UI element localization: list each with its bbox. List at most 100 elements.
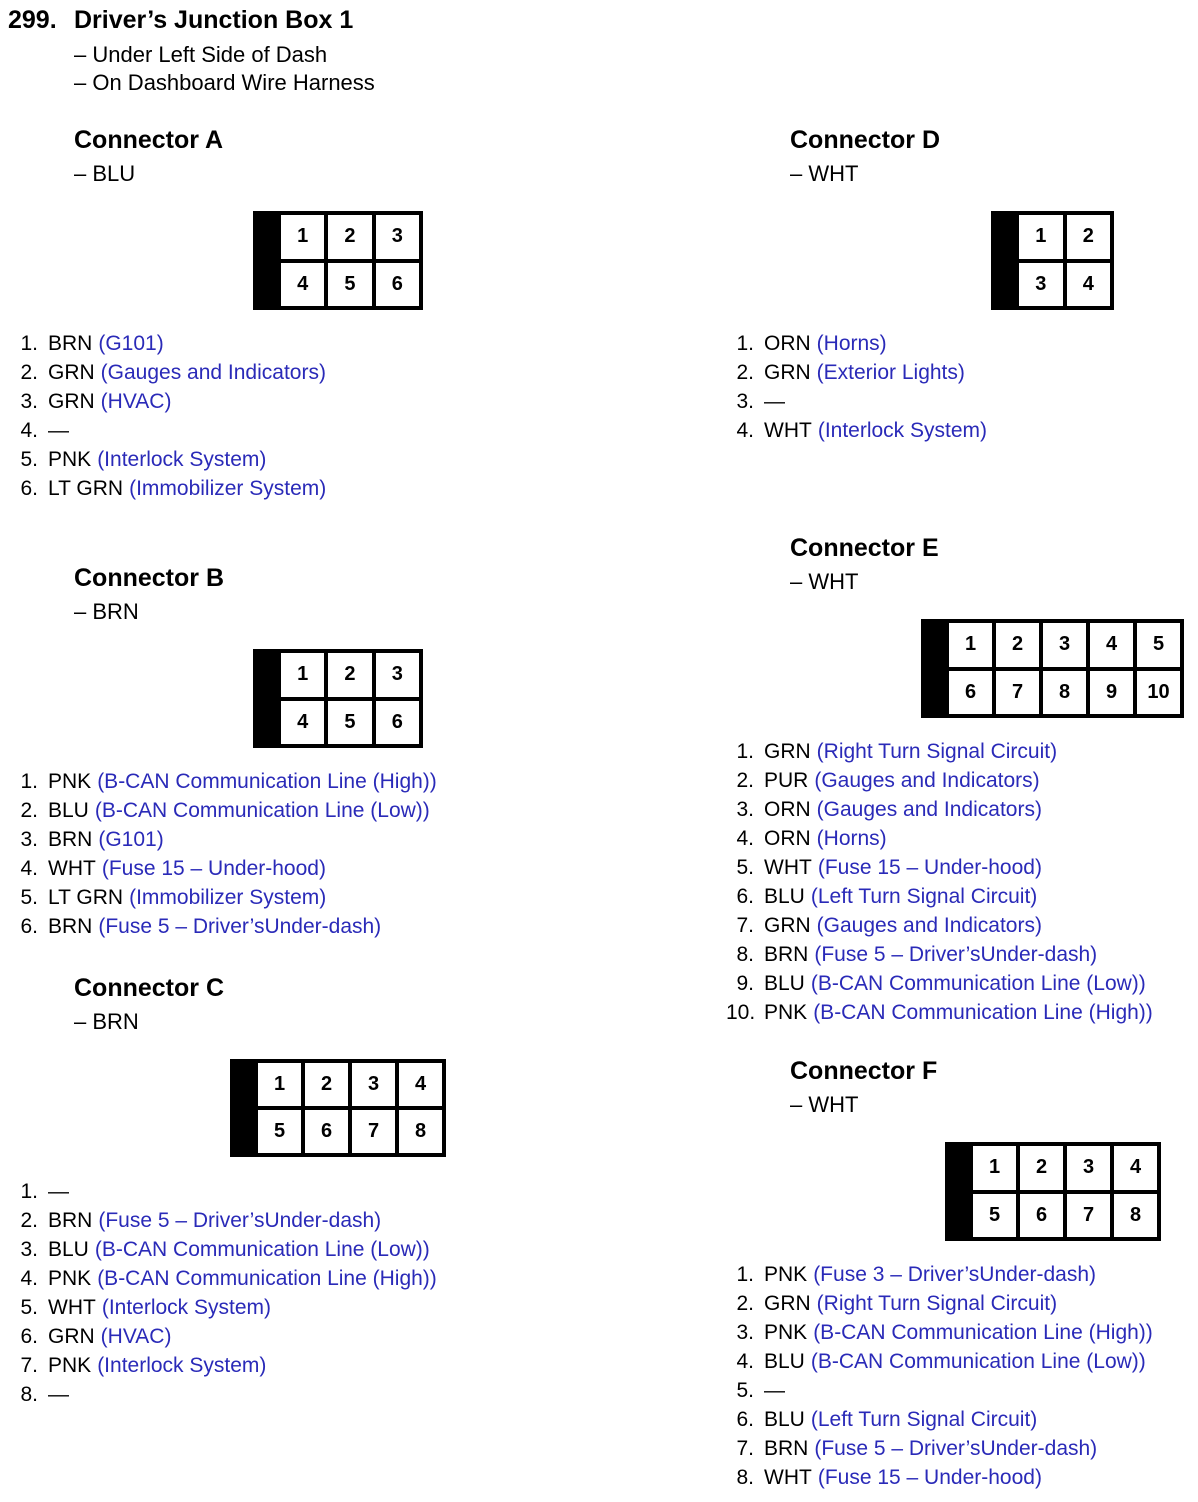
pin-number: 8. (20, 1383, 38, 1406)
circuit-link[interactable]: (Interlock System) (817, 419, 988, 442)
circuit-link[interactable]: (Fuse 15 – Under-hood) (101, 857, 326, 880)
circuit-link[interactable]: (Immobilizer System) (129, 477, 327, 500)
circuit-link[interactable]: (Horns) (816, 332, 887, 355)
circuit-link[interactable]: (HVAC) (100, 390, 172, 413)
pin-row: 9.BLU(B-CAN Communication Line (Low)) (726, 969, 1153, 998)
pin-cell: 1 (949, 623, 992, 667)
pin-number: 8. (736, 1466, 754, 1489)
circuit-link[interactable]: (Left Turn Signal Circuit) (810, 885, 1038, 908)
pin-cell: 1 (281, 215, 325, 259)
pin-cell: 4 (1114, 1146, 1157, 1190)
wire-color: BLU (48, 799, 89, 822)
circuit-link[interactable]: (Fuse 5 – Driver’sUnder-dash) (814, 943, 1098, 966)
connector-color: – BRN (74, 599, 139, 624)
pin-list: 1.BRN(G101)2.GRN(Gauges and Indicators)3… (10, 329, 326, 503)
circuit-link[interactable]: (B-CAN Communication Line (High)) (97, 1267, 437, 1290)
circuit-link[interactable]: (Right Turn Signal Circuit) (816, 1292, 1058, 1315)
circuit-link[interactable]: (Interlock System) (101, 1296, 272, 1319)
pin-row: 8.WHT(Fuse 15 – Under-hood) (726, 1463, 1153, 1492)
circuit-link[interactable]: (B-CAN Communication Line (High)) (97, 770, 437, 793)
wire-color: GRN (764, 914, 811, 937)
pin-row: 4.WHT(Fuse 15 – Under-hood) (10, 854, 437, 883)
pin-cell: 4 (281, 700, 325, 744)
wire-color: PNK (48, 448, 92, 471)
circuit-link[interactable]: (Immobilizer System) (129, 886, 327, 909)
wire-color: WHT (764, 856, 812, 879)
wire-color: ORN (764, 827, 811, 850)
circuit-link[interactable]: (G101) (98, 332, 164, 355)
pin-cell: 5 (1137, 623, 1180, 667)
pin-cell: 7 (1067, 1193, 1110, 1237)
circuit-link[interactable]: (Left Turn Signal Circuit) (810, 1408, 1038, 1431)
connector-color: – WHT (790, 569, 859, 594)
connector-color: – BLU (74, 161, 136, 186)
pin-cell: 3 (375, 653, 419, 697)
location-line: – Under Left Side of Dash (74, 42, 328, 67)
pin-cell: 2 (1066, 215, 1110, 259)
pin-row: 4.PNK(B-CAN Communication Line (High)) (10, 1264, 437, 1293)
pin-number: 6. (736, 885, 754, 908)
pin-row: 5.WHT(Fuse 15 – Under-hood) (726, 853, 1153, 882)
wire-color: WHT (48, 857, 96, 880)
pin-number: 2. (736, 769, 754, 792)
pin-row: 4.BLU(B-CAN Communication Line (Low)) (726, 1347, 1153, 1376)
pin-number: 2. (736, 361, 754, 384)
connector-title: Connector D (790, 126, 940, 154)
circuit-link[interactable]: (Fuse 5 – Driver’sUnder-dash) (98, 1209, 382, 1232)
wire-color: BRN (764, 943, 809, 966)
circuit-link[interactable]: (Gauges and Indicators) (816, 914, 1042, 937)
circuit-link[interactable]: (Gauges and Indicators) (816, 798, 1042, 821)
pin-row: 4.ORN(Horns) (726, 824, 1153, 853)
circuit-link[interactable]: (B-CAN Communication Line (High)) (813, 1321, 1153, 1344)
connector-color: – WHT (790, 1092, 859, 1117)
pin-cell: 3 (1019, 262, 1063, 306)
circuit-link[interactable]: (G101) (98, 828, 164, 851)
pin-cell: 2 (328, 653, 372, 697)
pin-cell: 6 (949, 670, 992, 714)
circuit-link[interactable]: (Horns) (816, 827, 887, 850)
circuit-link[interactable]: (Fuse 15 – Under-hood) (817, 856, 1042, 879)
circuit-link[interactable]: (Gauges and Indicators) (814, 769, 1040, 792)
pin-row: 1.— (10, 1177, 437, 1206)
pin-cell: 3 (375, 215, 419, 259)
circuit-link[interactable]: (B-CAN Communication Line (Low)) (94, 1238, 430, 1261)
pin-row: 5.PNK(Interlock System) (10, 445, 326, 474)
pin-number: 8. (736, 943, 754, 966)
pin-row: 7.PNK(Interlock System) (10, 1351, 437, 1380)
pin-number: 2. (20, 361, 38, 384)
circuit-link[interactable]: (Right Turn Signal Circuit) (816, 740, 1058, 763)
pin-cell: 8 (1043, 670, 1086, 714)
circuit-link[interactable]: (B-CAN Communication Line (Low)) (94, 799, 430, 822)
circuit-link[interactable]: (Interlock System) (97, 448, 267, 471)
pin-row: 1.PNK(B-CAN Communication Line (High)) (10, 767, 437, 796)
wire-color: — (48, 419, 69, 442)
wire-color: ORN (764, 332, 811, 355)
wire-color: BLU (764, 1350, 805, 1373)
connector-title: Connector E (790, 534, 939, 562)
wire-color: GRN (764, 740, 811, 763)
pin-number: 1. (20, 332, 38, 355)
wire-color: — (48, 1180, 69, 1203)
wire-color: — (764, 390, 785, 413)
circuit-link[interactable]: (Exterior Lights) (816, 361, 965, 384)
pin-number: 5. (736, 1379, 754, 1402)
circuit-link[interactable]: (B-CAN Communication Line (Low)) (810, 972, 1146, 995)
circuit-link[interactable]: (Fuse 15 – Under-hood) (817, 1466, 1042, 1489)
circuit-link[interactable]: (Fuse 3 – Driver’sUnder-dash) (813, 1263, 1097, 1286)
circuit-link[interactable]: (Fuse 5 – Driver’sUnder-dash) (98, 915, 382, 938)
pin-list: 1.ORN(Horns)2.GRN(Exterior Lights)3.—4.W… (726, 329, 987, 445)
pin-number: 6. (20, 477, 38, 500)
pin-row: 6.BLU(Left Turn Signal Circuit) (726, 882, 1153, 911)
pin-number: 5. (20, 1296, 38, 1319)
circuit-link[interactable]: (Fuse 5 – Driver’sUnder-dash) (814, 1437, 1098, 1460)
circuit-link[interactable]: (Gauges and Indicators) (100, 361, 326, 384)
circuit-link[interactable]: (Interlock System) (97, 1354, 267, 1377)
pin-cell: 9 (1090, 670, 1133, 714)
circuit-link[interactable]: (B-CAN Communication Line (High)) (813, 1001, 1153, 1024)
connector-color: – BRN (74, 1009, 139, 1034)
pin-row: 6.LT GRN(Immobilizer System) (10, 474, 326, 503)
circuit-link[interactable]: (HVAC) (100, 1325, 172, 1348)
circuit-link[interactable]: (B-CAN Communication Line (Low)) (810, 1350, 1146, 1373)
